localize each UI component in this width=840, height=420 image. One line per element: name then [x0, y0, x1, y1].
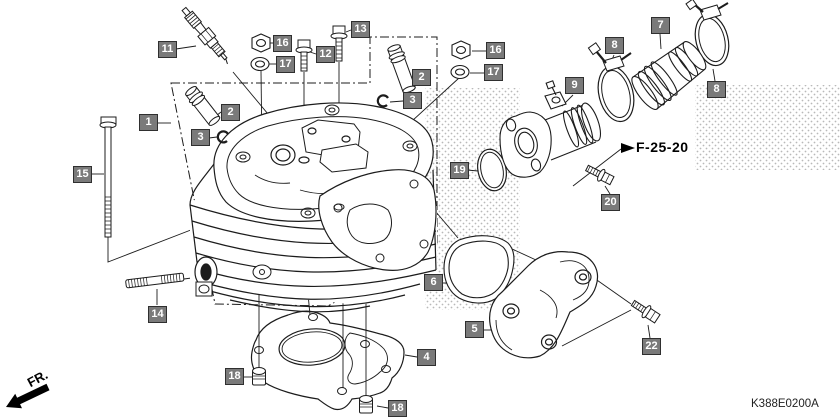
- callout-7[interactable]: 7: [651, 17, 670, 34]
- valve-guide-left: [185, 86, 221, 126]
- reference-link[interactable]: F-25-20: [636, 139, 689, 155]
- intake-pipe: [499, 80, 602, 178]
- assembly-boundary: [170, 36, 438, 307]
- callout-19[interactable]: 19: [450, 162, 469, 179]
- o-ring: [477, 148, 507, 192]
- washer-right: [450, 64, 470, 80]
- callout-16[interactable]: 16: [273, 35, 292, 52]
- washer-left: [250, 56, 270, 72]
- callout-18[interactable]: 18: [225, 368, 244, 385]
- head-gasket: [250, 310, 405, 411]
- callout-9[interactable]: 9: [565, 77, 584, 94]
- callout-18[interactable]: 18: [388, 400, 407, 417]
- callout-14[interactable]: 14: [148, 306, 167, 323]
- callout-22[interactable]: 22: [642, 338, 661, 355]
- callout-13[interactable]: 13: [351, 21, 370, 38]
- callout-17[interactable]: 17: [276, 56, 295, 73]
- diagram-code: K388E0200A: [751, 398, 819, 410]
- dowel-pin-right: [359, 395, 373, 414]
- callout-11[interactable]: 11: [158, 41, 177, 58]
- valve-guide-right: [387, 44, 416, 94]
- callout-16[interactable]: 16: [486, 42, 505, 59]
- callout-3[interactable]: 3: [191, 129, 210, 146]
- callout-12[interactable]: 12: [316, 46, 335, 63]
- flange-bolt-13: [330, 25, 348, 62]
- cap-nut-left: [251, 33, 271, 53]
- callout-17[interactable]: 17: [484, 64, 503, 81]
- callout-5[interactable]: 5: [465, 321, 484, 338]
- callout-6[interactable]: 6: [424, 274, 443, 291]
- fr-arrow: [6, 383, 50, 409]
- hose-clamp-left: [587, 42, 635, 123]
- callout-4[interactable]: 4: [417, 349, 436, 366]
- flange-bolt-20: [584, 164, 615, 186]
- callout-2[interactable]: 2: [412, 69, 431, 86]
- connecting-tube: [631, 41, 707, 110]
- valve-clip-left: [216, 130, 229, 144]
- callout-2[interactable]: 2: [221, 104, 240, 121]
- callout-1[interactable]: 1: [139, 114, 158, 131]
- callout-3[interactable]: 3: [403, 92, 422, 109]
- long-bolt-15: [99, 116, 117, 238]
- spark-plug: [181, 6, 228, 65]
- stud-bolt-14: [125, 272, 185, 289]
- side-cover: [489, 251, 599, 359]
- valve-clip-right: [376, 94, 389, 108]
- callout-15[interactable]: 15: [73, 166, 92, 183]
- hose-clamp-right: [685, 0, 730, 67]
- cylinder-head: [189, 102, 437, 313]
- reference-arrowhead: [621, 143, 635, 153]
- cap-nut-right: [451, 40, 471, 60]
- callout-20[interactable]: 20: [601, 194, 620, 211]
- flange-bolt-12: [295, 39, 313, 72]
- callout-8[interactable]: 8: [605, 37, 624, 54]
- callout-8[interactable]: 8: [707, 81, 726, 98]
- dowel-pin-left: [252, 367, 266, 386]
- flange-bolt-22: [630, 299, 661, 324]
